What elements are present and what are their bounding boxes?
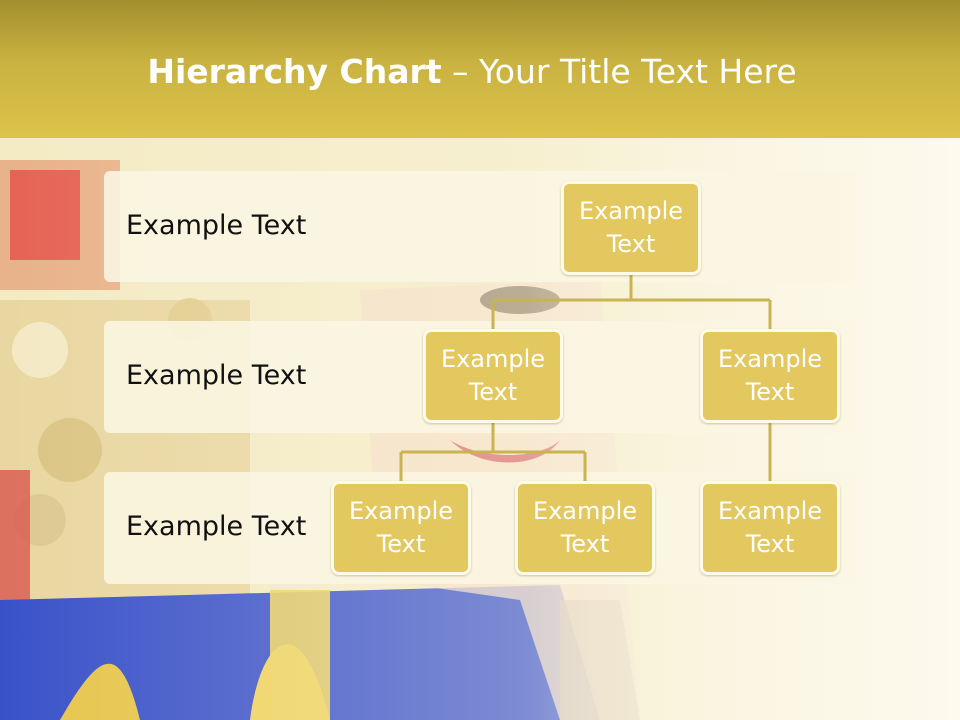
node-level2-right-label: Example Text [717, 345, 823, 406]
node-level2-left-label: Example Text [440, 345, 546, 406]
level-label-2: Example Text [126, 360, 307, 391]
connector-left-to-children [399, 422, 587, 482]
node-root-label: Example Text [578, 197, 684, 258]
node-level3-a[interactable]: Example Text [331, 481, 471, 575]
slide-title: Hierarchy Chart – Your Title Text Here [0, 52, 944, 91]
node-level3-c[interactable]: Example Text [700, 481, 840, 575]
level-label-3: Example Text [126, 511, 307, 542]
node-level2-right[interactable]: Example Text [700, 329, 840, 423]
node-level3-c-label: Example Text [717, 497, 823, 558]
node-level3-b-label: Example Text [532, 497, 638, 558]
title-bold: Hierarchy Chart [147, 52, 442, 91]
node-level2-left[interactable]: Example Text [423, 329, 563, 423]
level-label-1: Example Text [126, 210, 307, 241]
title-rest: – Your Title Text Here [441, 52, 797, 91]
node-level3-a-label: Example Text [348, 497, 454, 558]
node-level3-b[interactable]: Example Text [515, 481, 655, 575]
level-band-1 [104, 171, 856, 282]
node-root[interactable]: Example Text [561, 181, 701, 275]
connector-root-to-level2 [491, 274, 772, 330]
title-bar: Hierarchy Chart – Your Title Text Here [0, 0, 960, 138]
